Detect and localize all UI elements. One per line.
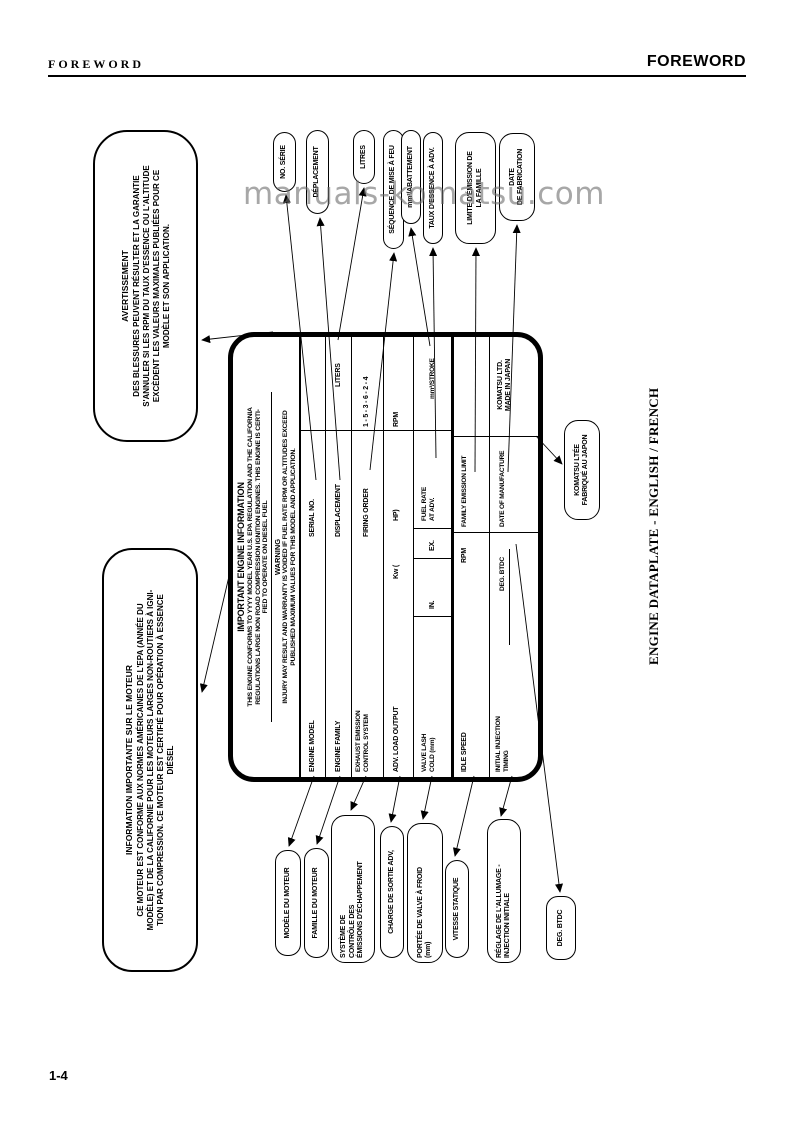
callout-portee-valve: PORTÉE DE VALVE À FROID (mm) bbox=[407, 823, 443, 963]
information-box: INFORMATION IMPORTANTE SUR LE MOTEUR CE … bbox=[102, 548, 198, 972]
information-title: INFORMATION IMPORTANTE SUR LE MOTEUR bbox=[124, 665, 134, 855]
callout-deg-btdc: DEG. BTDC bbox=[546, 896, 576, 960]
header-left-foreword: FOREWORD bbox=[48, 57, 144, 71]
engine-dataplate-diagram: AVERTISSEMENT DES BLESSURES PEUVENT RÉSU… bbox=[88, 122, 638, 992]
leader-lines bbox=[199, 187, 564, 893]
callout-reglage-allumage: RÉGLAGE DE L'ALLUMAGE - INJECTION INITIA… bbox=[487, 819, 521, 963]
header-rule bbox=[48, 75, 746, 77]
page-number: 1-4 bbox=[49, 1068, 68, 1083]
callout-modele-moteur: MODÈLE DU MOTEUR bbox=[275, 850, 301, 956]
callout-famille-moteur: FAMILLE DU MOTEUR bbox=[304, 848, 329, 958]
header-right-foreword: FOREWORD bbox=[646, 53, 746, 70]
avertissement-box: AVERTISSEMENT DES BLESSURES PEUVENT RÉSU… bbox=[93, 130, 198, 442]
avertissement-title: AVERTISSEMENT bbox=[119, 250, 130, 322]
watermark: manuals-komatsu.com bbox=[243, 176, 605, 212]
callout-komatsu-ltee: KOMATSU LTÉE FABRIQUÉ AU JAPON bbox=[564, 420, 600, 520]
figure-caption: ENGINE DATAPLATE - ENGLISH / FRENCH bbox=[646, 387, 661, 665]
callout-vitesse-statique: VITESSE STATIQUE bbox=[445, 860, 469, 958]
callout-charge-sortie: CHARGE DE SORTIE ADV, bbox=[380, 826, 404, 958]
callout-systeme-controle: SYSTÈME DE CONTRÔLE DES ÉMISSIONS D'ÉCHA… bbox=[331, 815, 375, 963]
